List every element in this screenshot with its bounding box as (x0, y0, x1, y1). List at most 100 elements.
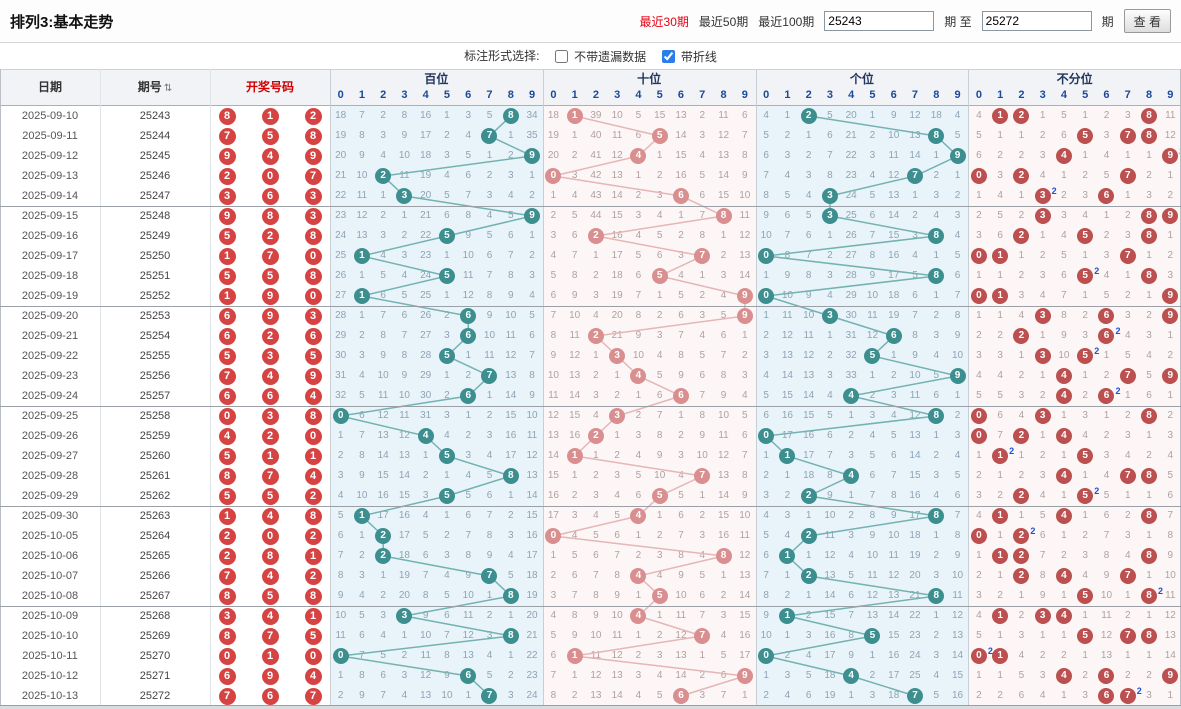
miss-count: 4 (614, 490, 620, 501)
miss-count: 1 (444, 370, 450, 381)
tens-ball: 3 (609, 408, 626, 424)
draw-number-ball: 8 (304, 507, 322, 525)
miss-count: 6 (805, 230, 812, 241)
miss-count: 1 (635, 630, 642, 641)
miss-count: 8 (486, 530, 493, 541)
miss-count: 6 (976, 150, 982, 161)
from-issue-input[interactable] (824, 11, 935, 31)
miss-count: 8 (678, 550, 684, 561)
miss-count: 17 (888, 670, 900, 681)
draw-number-ball: 2 (261, 227, 279, 245)
miss-count: 16 (526, 530, 538, 541)
miss-count: 12 (888, 170, 900, 181)
miss-count: 3 (529, 270, 535, 281)
miss-count: 7 (741, 130, 748, 141)
miss-count: 5 (869, 190, 876, 201)
units-ball: 0 (758, 288, 775, 304)
miss-count: 8 (763, 590, 769, 601)
miss-count: 7 (422, 570, 429, 581)
miss-count: 2 (1039, 650, 1046, 661)
miss-count: 1 (997, 130, 1003, 141)
miss-count: 6 (1146, 390, 1152, 401)
issue-header[interactable]: 期号⇅ (100, 70, 210, 105)
miss-count: 4 (337, 490, 344, 501)
miss-count: 7 (359, 650, 365, 661)
miss-count: 1 (550, 190, 557, 201)
miss-count: 5 (763, 130, 769, 141)
miss-count: 4 (869, 430, 876, 441)
miss-count: 6 (763, 150, 769, 161)
miss-count: 4 (571, 530, 578, 541)
miss-count: 10 (696, 450, 708, 461)
miss-count: 28 (845, 270, 857, 281)
miss-count: 5 (1103, 290, 1110, 301)
miss-count: 33 (845, 370, 857, 381)
repeat-count-badge: 2 (987, 646, 993, 656)
miss-count: 7 (614, 550, 620, 561)
digit-cell: 9 (1160, 306, 1181, 326)
miss-count: 29 (335, 330, 347, 341)
miss-count: 3 (507, 690, 514, 701)
miss-count: 11 (399, 410, 410, 421)
miss-count: 5 (1018, 670, 1025, 681)
miss-count: 10 (866, 550, 879, 561)
repeat-count-badge: 2 (1009, 446, 1015, 456)
miss-count: 1 (997, 310, 1003, 321)
grid-vline (542, 69, 544, 706)
issue-cell: 25247 (139, 190, 171, 202)
miss-count: 20 (845, 110, 857, 121)
miss-count: 13 (526, 470, 538, 481)
section-name-units: 个位 (849, 72, 874, 86)
digit-cell: 2 (585, 226, 606, 246)
annotation-options-bar: 标注形式选择: 不带遗漏数据 带折线 (0, 43, 1181, 69)
miss-count: 16 (377, 490, 389, 501)
miss-count: 7 (465, 190, 471, 201)
view-button[interactable]: 查 看 (1123, 9, 1171, 33)
recent-100-link[interactable]: 最近100期 (758, 14, 815, 29)
tens-ball: 4 (630, 508, 647, 524)
hundreds-ball: 2 (375, 528, 392, 544)
any-position-ball: 4 (1055, 608, 1072, 624)
recent-50-link[interactable]: 最近50期 (698, 14, 749, 29)
miss-count: 5 (1146, 370, 1152, 381)
hundreds-ball: 0 (332, 408, 349, 424)
to-issue-input[interactable] (981, 11, 1092, 31)
miss-count: 10 (760, 630, 772, 641)
miss-count: 1 (380, 190, 386, 201)
miss-count: 2 (1146, 450, 1152, 461)
miss-count: 1 (486, 150, 493, 161)
miss-count: 2 (997, 490, 1003, 501)
miss-count: 5 (465, 150, 471, 161)
digit-cell: 4 (1053, 606, 1074, 626)
no-missing-checkbox[interactable] (554, 50, 568, 64)
miss-count: 20 (909, 570, 921, 581)
hundreds-ball: 8 (502, 588, 519, 604)
draw-number-ball: 4 (261, 367, 279, 385)
miss-count: 6 (827, 430, 833, 441)
digit-cell: 5 (1075, 586, 1096, 606)
miss-count: 1 (359, 270, 365, 281)
any-position-ball: 2 (1013, 168, 1030, 184)
miss-count: 20 (335, 150, 347, 161)
miss-count: 25 (845, 210, 857, 221)
miss-count: 11 (867, 310, 878, 321)
recent-30-link[interactable]: 最近30期 (639, 14, 689, 29)
draw-number-ball: 2 (261, 427, 279, 445)
tens-ball: 5 (651, 488, 668, 504)
miss-count: 1 (507, 650, 514, 661)
miss-count: 30 (335, 350, 347, 361)
miss-count: 5 (359, 390, 365, 401)
miss-count: 5 (571, 550, 578, 561)
miss-count: 9 (486, 310, 493, 321)
digit-cell: 8 (1138, 546, 1159, 566)
miss-count: 10 (377, 370, 389, 381)
miss-count: 1 (465, 350, 471, 361)
polyline-checkbox[interactable] (661, 50, 675, 64)
digit-cell: 3 (1032, 606, 1053, 626)
